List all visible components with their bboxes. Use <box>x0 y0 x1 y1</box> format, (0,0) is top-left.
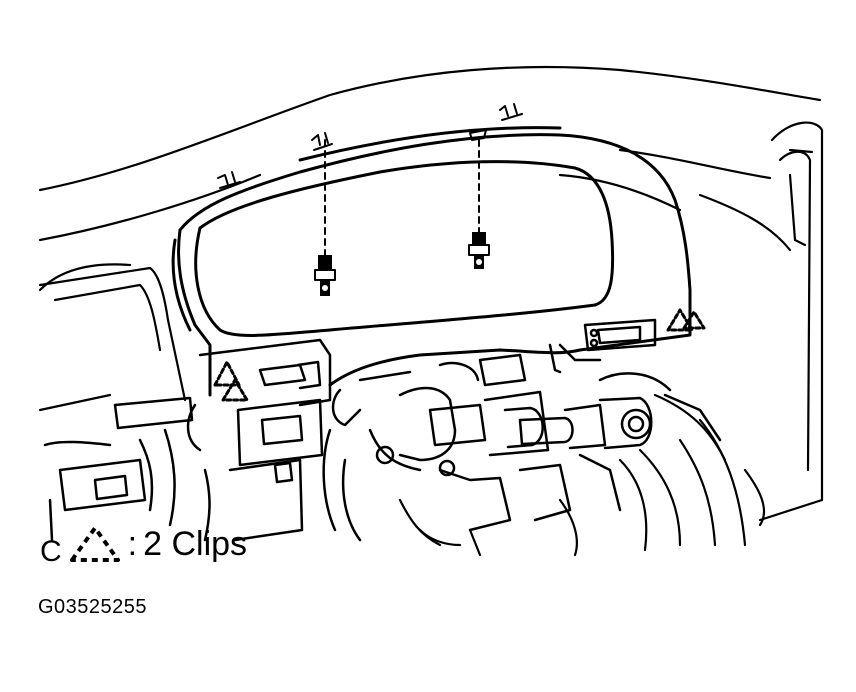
steering-column-assembly <box>331 353 722 532</box>
dashed-triangle-icon <box>666 308 706 332</box>
lower-left-bracket <box>43 396 362 542</box>
dashed-triangle-icon <box>213 360 249 402</box>
lower-mounting-bracket <box>198 318 657 407</box>
upper-clip-tabs <box>217 103 523 189</box>
legend-text: 2 Clips <box>143 524 248 563</box>
left-dashboard-panel <box>38 266 187 412</box>
clip-legend: C : 2 Clips <box>40 520 248 569</box>
legend-letter: C <box>40 535 62 568</box>
legend-separator: : <box>127 524 138 563</box>
figure-id: G03525255 <box>38 596 148 618</box>
cluster-bezel-outer <box>171 126 692 397</box>
screw-left <box>314 139 336 296</box>
dashed-triangle-icon <box>69 526 120 562</box>
right-dashboard-panel <box>743 121 824 527</box>
dashboard-upper-contour <box>38 65 822 292</box>
cluster-lens <box>194 160 615 337</box>
screw-right <box>468 139 490 269</box>
wiring-harness <box>398 393 747 557</box>
